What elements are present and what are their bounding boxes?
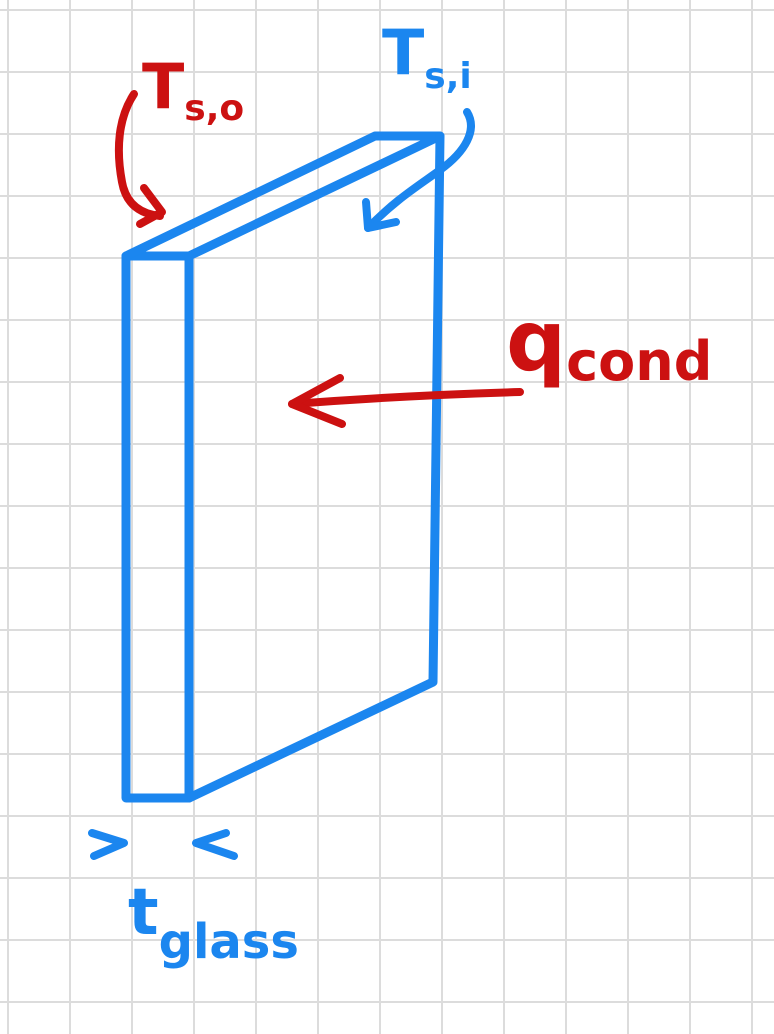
slab-side-face xyxy=(184,131,445,803)
thickness-markers xyxy=(88,829,238,860)
slab-front-face xyxy=(121,251,194,803)
thickness-marker-left xyxy=(88,829,128,860)
label-q-cond-sub: cond xyxy=(566,330,712,393)
inner-arrow-head xyxy=(362,198,400,232)
slab-top-face xyxy=(121,131,445,261)
conduction-arrow-head xyxy=(288,374,346,428)
outer-arrow-shaft xyxy=(114,90,164,220)
label-t-glass-main: t xyxy=(128,876,159,950)
thickness-marker-right xyxy=(192,829,238,860)
outer-surface-arrow xyxy=(114,90,166,228)
conduction-arrow xyxy=(288,374,524,428)
label-ts-outer-main: T xyxy=(142,50,184,123)
conduction-arrow-shaft xyxy=(288,388,524,408)
outer-arrow-head xyxy=(136,184,166,228)
inner-arrow-shaft xyxy=(364,108,475,232)
label-q-cond: qcond xyxy=(506,292,712,393)
label-ts-inner: Ts,i xyxy=(382,16,472,97)
label-ts-outer: Ts,o xyxy=(142,50,244,129)
label-ts-outer-sub: s,o xyxy=(184,88,244,129)
label-t-glass-sub: glass xyxy=(159,914,299,970)
label-ts-inner-sub: s,i xyxy=(424,56,471,97)
label-ts-inner-main: T xyxy=(382,16,424,89)
label-q-cond-main: q xyxy=(506,292,566,390)
label-t-glass: tglass xyxy=(128,876,299,970)
inner-surface-arrow xyxy=(362,108,475,232)
glass-slab xyxy=(121,131,445,803)
